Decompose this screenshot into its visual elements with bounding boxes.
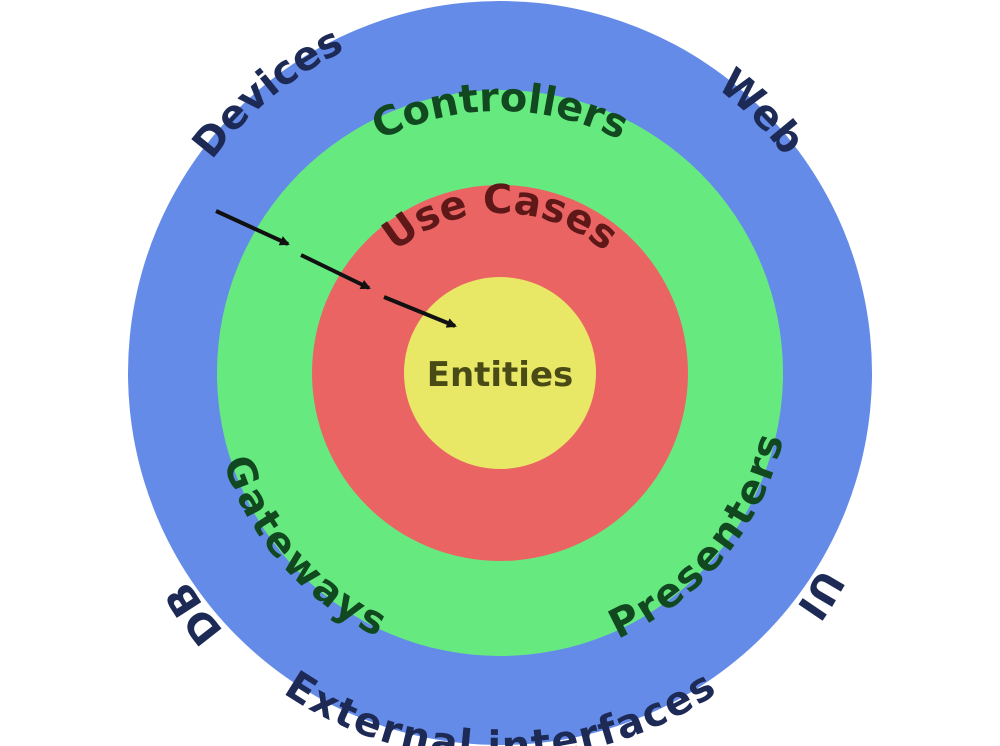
dependency-arrow-outer xyxy=(215,209,290,246)
dependency-arrow-middle xyxy=(300,253,371,290)
dependency-arrow-inner xyxy=(383,295,457,328)
label-entities: Entities xyxy=(427,355,574,395)
